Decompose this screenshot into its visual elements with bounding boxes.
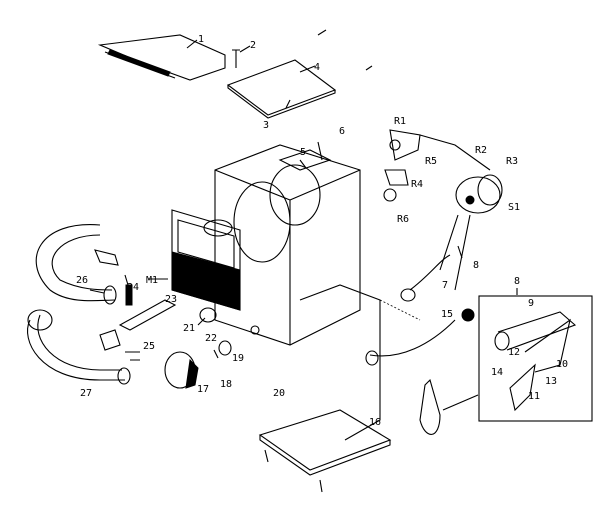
part-labels: 1 2 3 4 5 6 R1 R2 R3 R4 R5 R6 S1 7 8 8 9… xyxy=(76,34,568,428)
label-8b: 8 xyxy=(514,276,520,287)
label-6: 6 xyxy=(339,126,345,137)
part-top-rail xyxy=(97,34,226,81)
label-12: 12 xyxy=(508,347,520,358)
part-cable xyxy=(365,254,475,435)
label-r6: R6 xyxy=(397,214,409,225)
leader-lines xyxy=(89,39,518,326)
part-hoses xyxy=(26,224,131,385)
label-10: 10 xyxy=(556,359,568,370)
label-9: 9 xyxy=(528,298,534,309)
label-21: 21 xyxy=(183,323,195,334)
label-25: 25 xyxy=(143,341,155,352)
label-27: 27 xyxy=(80,388,92,399)
label-17: 17 xyxy=(197,384,209,395)
label-24: 24 xyxy=(127,282,139,293)
label-r3: R3 xyxy=(506,156,518,167)
label-14: 14 xyxy=(491,367,503,378)
label-11: 11 xyxy=(528,391,540,402)
label-s1: S1 xyxy=(508,202,520,213)
label-3: 3 xyxy=(263,120,269,131)
label-13: 13 xyxy=(545,376,557,387)
label-26: 26 xyxy=(76,275,88,286)
label-22: 22 xyxy=(205,333,217,344)
label-r2: R2 xyxy=(475,145,487,156)
label-4: 4 xyxy=(314,62,320,73)
inset-box xyxy=(442,295,593,422)
part-resistors-switch xyxy=(383,129,503,291)
label-18: 18 xyxy=(220,379,232,390)
label-r5: R5 xyxy=(425,156,437,167)
label-5: 5 xyxy=(300,147,306,158)
label-16: 16 xyxy=(369,417,381,428)
part-meter xyxy=(171,209,241,311)
label-15: 15 xyxy=(441,309,453,320)
label-r1: R1 xyxy=(394,116,406,127)
label-r4: R4 xyxy=(411,179,423,190)
part-bracket xyxy=(99,284,177,361)
part-cabinet xyxy=(214,144,361,346)
label-23: 23 xyxy=(165,294,177,305)
label-2: 2 xyxy=(250,40,256,51)
label-19: 19 xyxy=(232,353,244,364)
label-8a: 8 xyxy=(473,260,479,271)
label-m1: M1 xyxy=(146,275,158,286)
label-1: 1 xyxy=(198,34,204,45)
part-knobs xyxy=(164,307,232,389)
label-20: 20 xyxy=(273,388,285,399)
part-screw xyxy=(232,29,373,109)
part-cover-plate xyxy=(226,59,337,119)
label-7: 7 xyxy=(442,280,448,291)
